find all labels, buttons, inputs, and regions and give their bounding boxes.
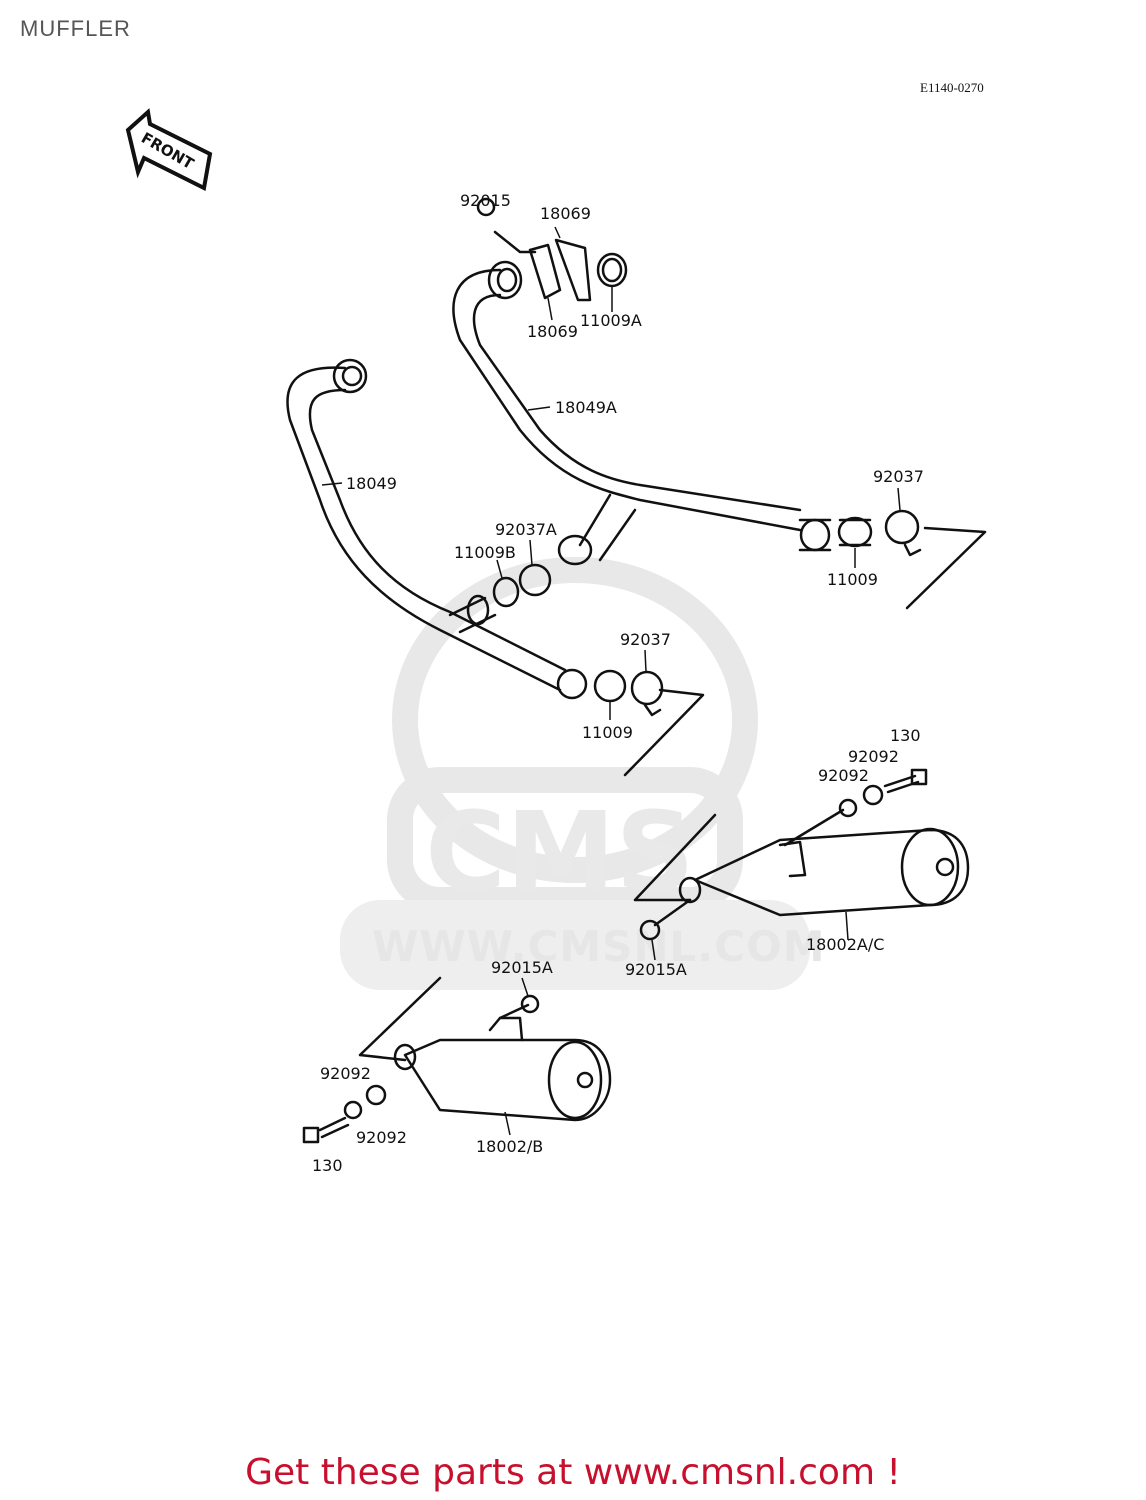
label-18069-top: 18069 xyxy=(540,204,591,223)
label-92015A-right: 92015A xyxy=(625,960,687,979)
front-arrow-icon: FRONT xyxy=(125,108,213,191)
label-11009B: 11009B xyxy=(454,543,516,562)
label-92092-right-b: 92092 xyxy=(818,766,869,785)
label-92037-mid: 92037 xyxy=(620,630,671,649)
label-92015A-left: 92015A xyxy=(491,958,553,977)
label-11009-right: 11009 xyxy=(827,570,878,589)
label-18002AC: 18002A/C xyxy=(806,935,885,954)
label-18069-bottom: 18069 xyxy=(527,322,578,341)
label-130-right: 130 xyxy=(890,726,921,745)
watermark-url: WWW.CMSNL.COM xyxy=(372,922,826,971)
muffler-18002B xyxy=(403,1038,612,1122)
footer-link[interactable]: Get these parts at www.cmsnl.com ! xyxy=(245,1452,901,1493)
page-title: MUFFLER xyxy=(20,16,131,41)
label-92037A: 92037A xyxy=(495,520,557,539)
label-18049A: 18049A xyxy=(555,398,617,417)
diagram-code: E1140-0270 xyxy=(920,80,984,95)
label-92092-left-b: 92092 xyxy=(356,1128,407,1147)
muffler-18002AC xyxy=(693,828,970,917)
exhaust-pipe-18049 xyxy=(286,366,562,692)
label-92015: 92015 xyxy=(460,191,511,210)
label-130-left: 130 xyxy=(312,1156,343,1175)
label-18002B: 18002/B xyxy=(476,1137,544,1156)
label-11009A: 11009A xyxy=(580,311,642,330)
label-18049: 18049 xyxy=(346,474,397,493)
exhaust-pipe-18049A xyxy=(452,268,802,532)
watermark-brand: CMS xyxy=(425,788,694,916)
label-92092-left-a: 92092 xyxy=(320,1064,371,1083)
label-92037-right: 92037 xyxy=(873,467,924,486)
label-92092-right-a: 92092 xyxy=(848,747,899,766)
label-11009-mid: 11009 xyxy=(582,723,633,742)
